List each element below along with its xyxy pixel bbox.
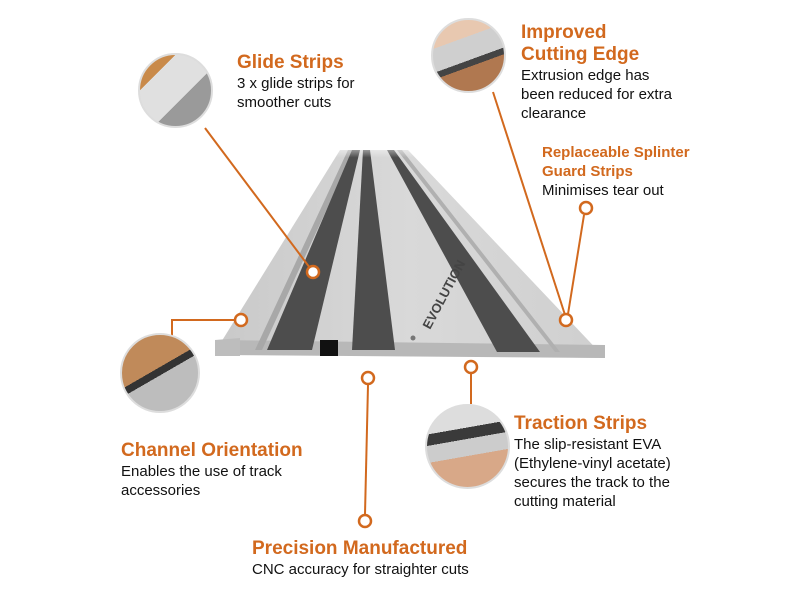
callout-text: 3 x glide strips for [237,75,355,92]
marker-splinter [578,200,594,216]
callout-splinter-guard: Replaceable Splinter Guard Strips Minimi… [542,143,690,200]
marker-precision [360,370,376,386]
callout-channel-orientation: Channel Orientation Enables the use of t… [121,440,303,500]
callout-precision: Precision Manufactured CNC accuracy for … [252,538,469,579]
marker-edge [558,312,574,328]
callout-text: Enables the use of track [121,463,282,480]
callout-text: cutting material [514,493,616,510]
callout-traction-strips: Traction Strips The slip-resistant EVA (… [514,413,671,511]
channel-slot [320,340,338,356]
connector-lines [171,91,585,515]
marker-precision-end [357,513,373,529]
callout-glide-strips: Glide Strips 3 x glide strips for smooth… [237,52,355,112]
callout-title: Channel Orientation [121,440,303,461]
callout-title: Precision Manufactured [252,538,468,559]
callout-title: Traction Strips [514,413,648,434]
callout-text: secures the track to the [514,474,670,491]
glide-strips-photo [138,53,213,128]
callout-text: CNC accuracy for straighter cuts [252,561,469,578]
track: EVOLUTION [200,140,620,358]
callout-text: clearance [521,105,587,122]
marker-glide [305,264,321,280]
callout-title: Replaceable Splinter [542,144,690,161]
callout-title: Improved [521,22,607,43]
marker-traction [463,359,479,375]
marker-channel [233,312,249,328]
callout-text: Extrusion edge has [521,67,650,84]
cutting-edge-photo [431,18,506,93]
traction-strips-photo [425,404,510,489]
callout-title: Guard Strips [542,163,633,180]
callout-title: Cutting Edge [521,44,640,65]
callout-text: accessories [121,482,201,499]
callout-text: smoother cuts [237,94,332,111]
channel-orientation-photo [120,333,200,413]
callout-cutting-edge: Improved Cutting Edge Extrusion edge has… [521,22,672,123]
callout-text: The slip-resistant EVA [514,436,662,453]
callout-text: Minimises tear out [542,182,664,199]
callout-text: been reduced for extra [521,86,672,103]
callout-title: Glide Strips [237,52,344,73]
callout-text: (Ethylene-vinyl acetate) [514,455,671,472]
callout-markers [233,200,594,529]
